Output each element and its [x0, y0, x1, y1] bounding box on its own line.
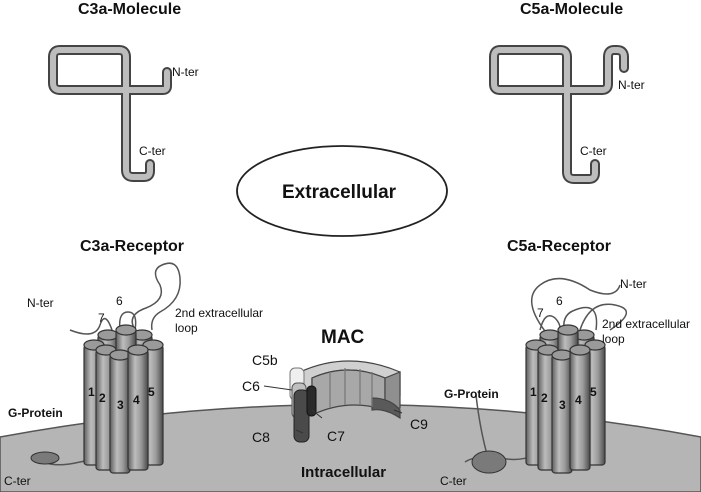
c3a-helix-5-label: 5 — [148, 385, 155, 399]
c5a-helix-2-label: 2 — [541, 391, 548, 405]
mac-label-c7: C7 — [327, 428, 345, 444]
c5a-helix-4-label: 4 — [575, 393, 582, 407]
mac-label-c5b: C5b — [252, 352, 278, 368]
c3a-helix-2-label: 2 — [99, 391, 106, 405]
c5a-molecule-strand — [489, 45, 629, 184]
extracellular-ellipse — [236, 145, 448, 237]
intracellular-label: Intracellular — [301, 464, 386, 481]
c3a-receptor-helices — [83, 324, 164, 474]
c5a-helix-6-label: 6 — [556, 294, 563, 308]
c3a-receptor-title: C3a-Receptor — [80, 238, 184, 255]
c3a-receptor-loop-line2: loop — [175, 321, 198, 335]
mac-title: MAC — [321, 327, 365, 348]
c5a-helix-7-label: 7 — [537, 306, 544, 320]
c5a-receptor-c-ter: C-ter — [440, 474, 467, 488]
c3a-g-protein — [30, 451, 60, 465]
c5a-receptor-title: C5a-Receptor — [507, 238, 611, 255]
c3a-molecule-n-ter: N-ter — [172, 65, 199, 79]
extracellular-label: Extracellular — [282, 182, 397, 203]
mac-c7 — [306, 385, 317, 417]
c3a-molecule-title: C3a-Molecule — [78, 1, 181, 18]
c5a-helix-3-label: 3 — [559, 398, 566, 412]
c5a-g-protein — [471, 450, 507, 474]
c3a-molecule-strand — [48, 45, 172, 182]
mac-label-c9: C9 — [410, 416, 428, 432]
c5a-receptor-loop-line1: 2nd extracellular — [602, 317, 690, 331]
c3a-helix-6-label: 6 — [116, 294, 123, 308]
c5a-molecule-title: C5a-Molecule — [520, 1, 623, 18]
c3a-g-protein-label: G-Protein — [8, 406, 63, 420]
c3a-helix-3-label: 3 — [117, 398, 124, 412]
c5a-g-protein-label: G-Protein — [444, 387, 499, 401]
mac-label-c8: C8 — [252, 429, 270, 445]
c5a-receptor-n-ter: N-ter — [620, 277, 647, 291]
c5a-molecule-c-ter: C-ter — [580, 144, 607, 158]
c3a-receptor-loop-line1: 2nd extracellular — [175, 306, 263, 320]
c5a-receptor-loop-line2: loop — [602, 332, 625, 346]
c5a-molecule-n-ter: N-ter — [618, 78, 645, 92]
mac-label-c6: C6 — [242, 378, 260, 394]
c3a-helix-1-label: 1 — [88, 385, 95, 399]
c5a-receptor-helices — [525, 324, 606, 474]
c5a-helix-1-label: 1 — [530, 385, 537, 399]
c3a-molecule-c-ter: C-ter — [139, 144, 166, 158]
c3a-receptor-n-ter: N-ter — [27, 296, 54, 310]
c3a-helix-4-label: 4 — [133, 393, 140, 407]
c3a-helix-7-label: 7 — [98, 311, 105, 325]
mac-leader-lines — [263, 385, 403, 434]
c3a-receptor-c-ter: C-ter — [4, 474, 31, 488]
c5a-helix-5-label: 5 — [590, 385, 597, 399]
